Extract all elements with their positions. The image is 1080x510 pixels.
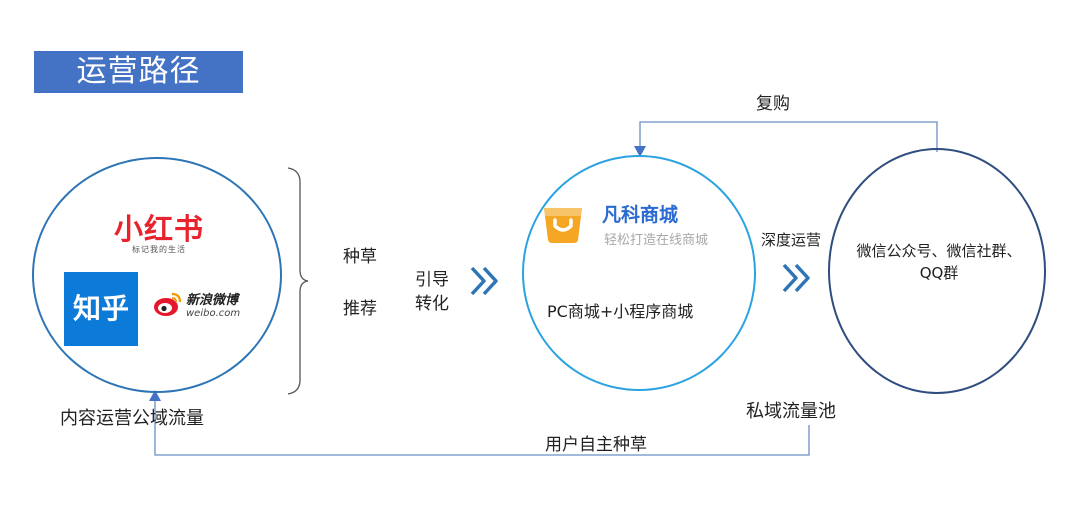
private-channels-text: 微信公众号、微信社群、QQ群 (856, 242, 1022, 282)
public-traffic-circle (32, 157, 282, 393)
convert-label: 转化 (415, 294, 449, 314)
mall-description: PC商城+小程序商城 (547, 302, 694, 321)
weibo-name: 新浪微博 (186, 293, 239, 308)
user-seeding-arrow-head-icon (149, 390, 161, 401)
weibo-icon (154, 292, 182, 316)
xiaohongshu-logo: 小红书 标记我的生活 (114, 213, 204, 255)
mall-slogan: 轻松打造在线商城 (604, 233, 709, 248)
bracket (287, 167, 309, 395)
zhihu-logo: 知乎 (64, 272, 138, 346)
weibo-wordmark: 新浪微博 weibo.com (186, 293, 241, 320)
deep-ops-label: 深度运营 (761, 231, 822, 249)
recommend-label: 推荐 (343, 299, 377, 319)
guide-label: 引导 (415, 270, 449, 290)
repurchase-arrow-head-icon (634, 146, 646, 157)
private-traffic-circle (828, 148, 1046, 394)
double-chevron-icon (470, 266, 498, 296)
xiaohongshu-name: 小红书 (114, 212, 205, 246)
weibo-domain: weibo.com (186, 308, 241, 319)
page-title: 运营路径 (34, 51, 243, 93)
shopping-bag-icon (544, 208, 582, 243)
mall-circle (522, 155, 756, 391)
public-traffic-caption: 内容运营公域流量 (60, 408, 204, 429)
double-chevron-icon (782, 263, 810, 293)
xiaohongshu-slogan: 标记我的生活 (132, 245, 186, 254)
mall-brand-name: 凡科商城 (602, 204, 679, 226)
seeding-label: 种草 (343, 247, 377, 267)
user-seeding-line (154, 393, 810, 456)
repurchase-label: 复购 (756, 94, 790, 114)
repurchase-line (639, 121, 938, 155)
private-traffic-caption: 私域流量池 (746, 401, 836, 422)
user-seeding-label: 用户自主种草 (545, 435, 647, 455)
